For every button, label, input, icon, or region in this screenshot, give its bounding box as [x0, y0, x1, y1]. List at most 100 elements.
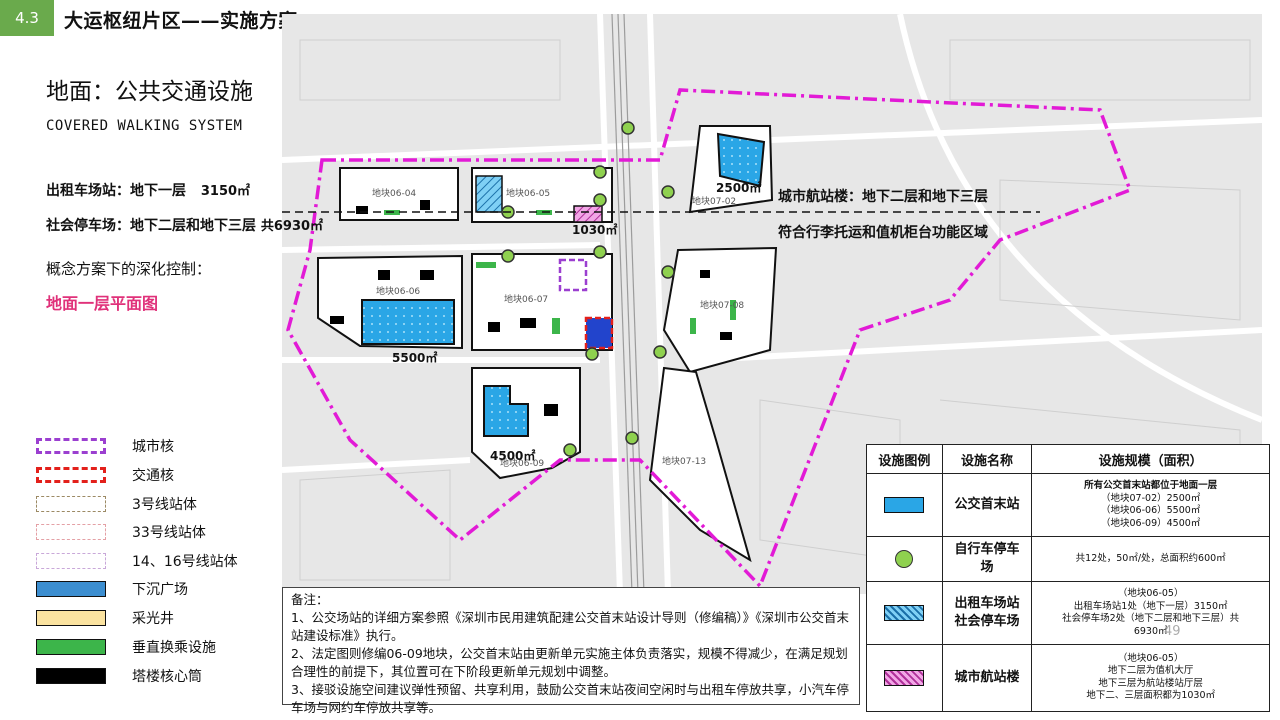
taxi-station-label: 出租车场站：地下一层: [46, 183, 186, 199]
section-heading: 地面：公共交通设施: [46, 79, 253, 105]
legend-label: 采光井: [132, 611, 174, 627]
air-terminal-hatch-swatch: [884, 669, 925, 686]
bicycle-parking-icon: [593, 193, 607, 207]
light-well-swatch: [36, 610, 106, 626]
legend-label: 交通核: [132, 468, 174, 484]
bus-terminal-swatch: [884, 497, 925, 514]
area-label: 4500㎡: [490, 448, 535, 463]
facility-name: 城市航站楼: [941, 643, 1033, 713]
scale-line: （地块06-09）4500㎡: [1101, 517, 1201, 529]
bicycle-parking-icon: [501, 249, 515, 263]
table-row: 自行车停车场 共12处，50㎡/处，总面积约600㎡: [866, 536, 1270, 583]
table-row: 城市航站楼 （地块06-05） 地下二层为值机大厅 地下三层为航站楼站厅层 地下…: [866, 643, 1270, 713]
scale-line: 共12处，50㎡/处，总面积约600㎡: [1075, 552, 1226, 564]
bicycle-parking-icon: [895, 550, 914, 569]
note-line: 3、接驳设施空间建议弹性预留、共享利用，鼓励公交首末站夜间空闲时与出租车停放共享…: [291, 682, 849, 715]
section-number-badge: 4.3: [0, 0, 54, 36]
notes-title: 备注：: [291, 592, 329, 607]
taxi-station-annotation: 出租车场站：地下一层 3150㎡: [46, 180, 250, 200]
section-subtitle: COVERED WALKING SYSTEM: [46, 118, 243, 134]
bicycle-parking-icon: [593, 245, 607, 259]
legend-item: 交通核: [36, 464, 174, 486]
plan-label: 地面一层平面图: [46, 294, 159, 313]
legend-item: 垂直换乘设施: [36, 636, 216, 658]
bus-terminal-06-06: [361, 299, 455, 345]
bicycle-parking-icon: [563, 443, 577, 457]
concept-label: 概念方案下的深化控制：: [46, 260, 212, 278]
legend-item: 采光井: [36, 607, 174, 629]
legend-label: 33号线站体: [132, 525, 206, 541]
legend-label: 3号线站体: [132, 497, 197, 513]
table-header: 设施名称: [941, 443, 1033, 475]
bicycle-parking-icon: [593, 165, 607, 179]
notes-box: 备注： 1、公交场站的详细方案参照《深圳市民用建筑配建公交首末站设计导则（修编稿…: [282, 587, 860, 715]
scale-line: 6930㎡: [1133, 625, 1168, 637]
legend-item: 塔楼核心筒: [36, 665, 202, 687]
line33-station-swatch: [36, 524, 106, 540]
plot-label: 地块06-09: [500, 457, 544, 469]
legend-label: 下沉广场: [132, 582, 188, 598]
table-header: 设施规模（面积）: [1031, 443, 1270, 475]
scale-title: 所有公交首末站都位于地面一层: [1084, 480, 1218, 492]
legend-item: 城市核: [36, 435, 174, 457]
table-header-row: 设施图例 设施名称 设施规模（面积）: [866, 443, 1270, 475]
plot-label: 地块06-05: [506, 187, 550, 199]
plot-label: 地块07-02: [692, 195, 736, 207]
bus-terminal-07-02: [716, 132, 766, 188]
scale-line: 地下三层为航站楼站厅层: [1098, 677, 1203, 689]
parking-area: 共6930㎡: [260, 219, 324, 234]
scale-line: 地下二、三层面积都为1030㎡: [1086, 690, 1215, 702]
line14-16-station-swatch: [36, 553, 106, 569]
terminal-annotation: 城市航站楼：地下二层和地下三层: [778, 189, 988, 205]
legend-label: 垂直换乘设施: [132, 640, 216, 656]
terminal-note: 符合行李托运和值机柜台功能区域: [778, 225, 988, 241]
area-label: 5500㎡: [392, 350, 437, 365]
taxi-parking-hatch-swatch: [884, 605, 925, 621]
bicycle-parking-icon: [625, 431, 639, 445]
page-number: 49: [1164, 624, 1181, 639]
plot-label: 地块07-08: [700, 299, 744, 311]
plot-label: 地块06-04: [372, 187, 416, 199]
scale-line: （地块06-05）: [1117, 588, 1184, 599]
site-plan-map: 地块06-04 地块06-05 地块07-02 地块06-06 地块06-07 …: [282, 14, 1262, 594]
parking-label: 社会停车场：地下二层和地下三层: [46, 218, 256, 234]
bicycle-parking-icon: [585, 347, 599, 361]
bicycle-parking-icon: [621, 121, 635, 135]
plot-label: 地块07-13: [662, 455, 706, 467]
area-label: 1030㎡: [572, 222, 617, 237]
note-line: 2、法定图则修编06-09地块，公交首末站由更新单元实施主体负责落实，规模不得减…: [291, 646, 848, 679]
tower-core-swatch: [36, 668, 106, 684]
table-header: 设施图例: [866, 443, 943, 475]
vertical-transfer-swatch: [36, 639, 106, 655]
facility-name: 自行车停车场: [941, 536, 1033, 583]
parking-annotation: 社会停车场：地下二层和地下三层 共6930㎡: [46, 215, 323, 235]
area-label: 2500㎡: [716, 180, 761, 195]
scale-line: 出租车场站1处（地下一层）3150㎡: [1073, 600, 1228, 612]
legend-item: 14、16号线站体: [36, 550, 238, 572]
bus-terminal-06-09: [483, 385, 529, 437]
scale-line: 地下二层为值机大厅: [1107, 665, 1194, 677]
plot-label: 地块06-07: [504, 293, 548, 305]
bicycle-parking-icon: [661, 185, 675, 199]
legend-label: 14、16号线站体: [132, 554, 238, 570]
scale-line: （地块06-05）: [1117, 652, 1184, 664]
plot-label: 地块06-06: [376, 285, 420, 297]
legend-item: 33号线站体: [36, 521, 206, 543]
scale-line: （地块07-02）2500㎡: [1101, 492, 1201, 504]
line3-station-swatch: [36, 496, 106, 512]
legend-item: 3号线站体: [36, 493, 197, 515]
taxi-station-area: 3150㎡: [200, 184, 251, 199]
scale-line: （地块06-06）5500㎡: [1101, 505, 1201, 517]
bicycle-parking-icon: [661, 265, 675, 279]
table-row: 公交首末站 所有公交首末站都位于地面一层 （地块07-02）2500㎡ （地块0…: [866, 473, 1270, 538]
sunken-plaza-swatch: [36, 581, 106, 597]
scale-line: 社会停车场2处（地下二层和地下三层）共: [1062, 613, 1240, 624]
plot-07-08: [662, 246, 778, 374]
plot-06-07: [471, 253, 613, 351]
note-line: 1、公交场站的详细方案参照《深圳市民用建筑配建公交首末站设计导则（修编稿）》《深…: [291, 610, 849, 643]
facility-name: 出租车场站社会停车场: [941, 581, 1033, 645]
legend-item: 下沉广场: [36, 578, 188, 600]
plot-07-13: [648, 366, 752, 563]
city-core-swatch: [36, 438, 106, 454]
table-row: 出租车场站社会停车场 （地块06-05） 出租车场站1处（地下一层）3150㎡ …: [866, 581, 1270, 645]
